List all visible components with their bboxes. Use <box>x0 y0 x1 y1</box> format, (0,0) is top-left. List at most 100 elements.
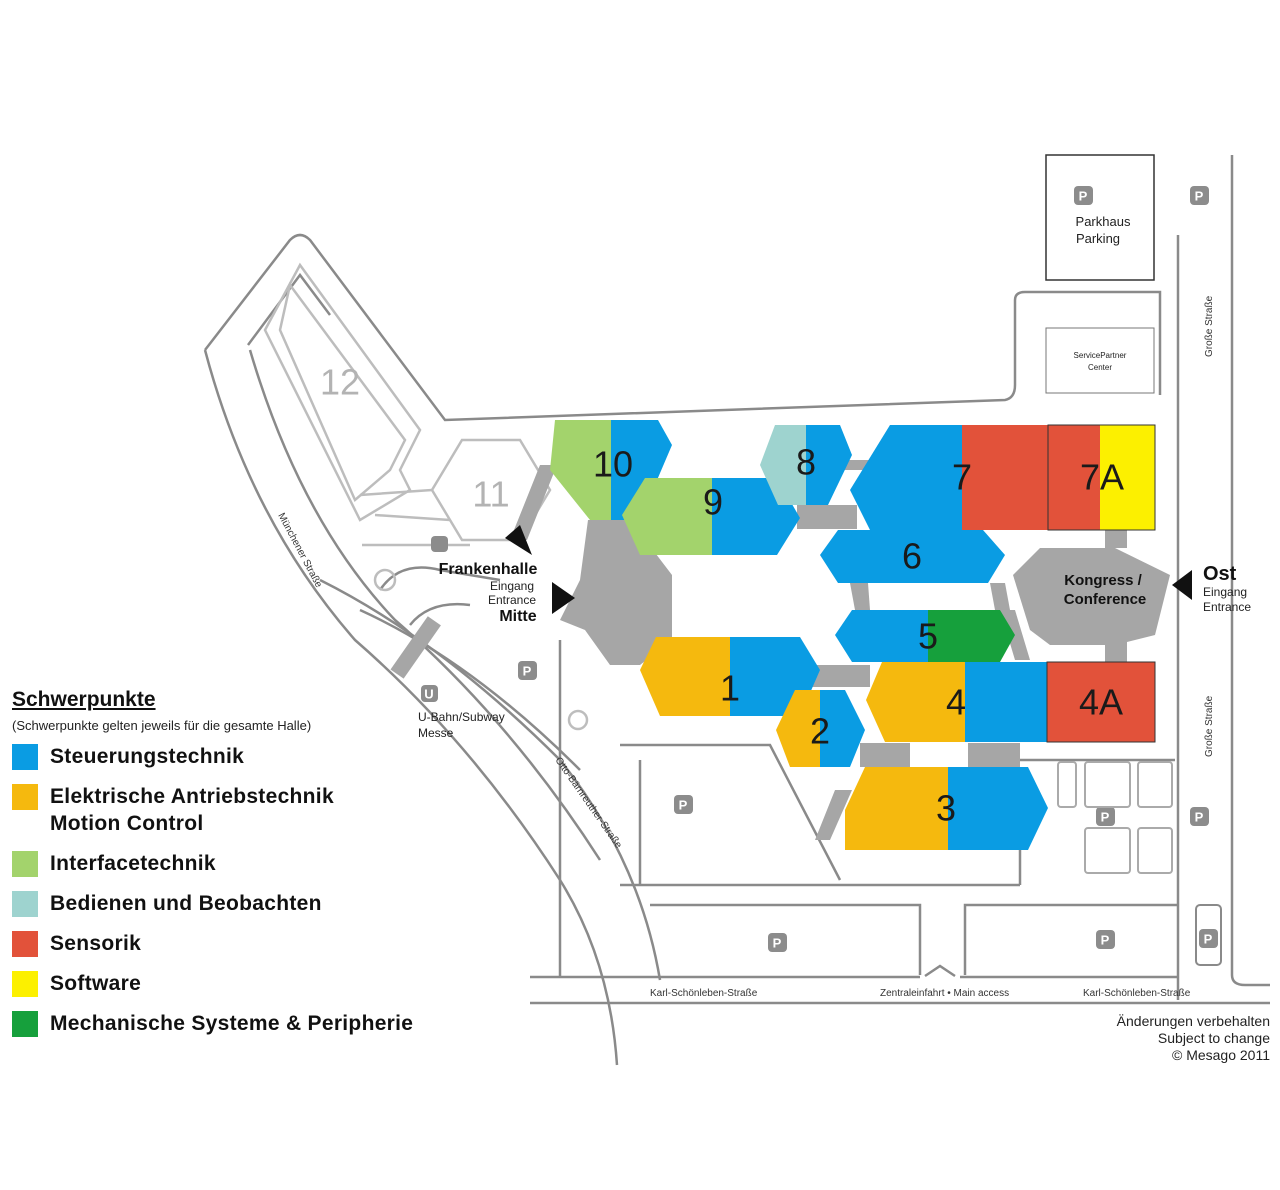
svg-text:P: P <box>1101 810 1110 825</box>
legend-label: Interfacetechnik <box>50 852 216 875</box>
legend-item-sensorik: Sensorik <box>12 930 492 957</box>
hall-7-number: 7 <box>952 457 972 498</box>
center-label: Center <box>1088 363 1112 372</box>
parking-slots <box>1057 761 1173 874</box>
legend-note: (Schwerpunkte gelten jeweils für die ges… <box>12 718 312 733</box>
legend-swatch <box>12 971 38 997</box>
connectors <box>390 460 1170 840</box>
hall-5-number: 5 <box>918 616 938 657</box>
parking-p-icon: P <box>674 795 693 814</box>
parking-area-outline <box>1195 904 1222 966</box>
legend-swatch <box>12 891 38 917</box>
legend-swatch <box>12 1011 38 1037</box>
hall-10[interactable] <box>550 420 672 520</box>
parking-p-icon: P <box>518 661 537 680</box>
servicepartner-label: ServicePartner <box>1074 351 1127 360</box>
parking-p-icon: P <box>1096 807 1115 826</box>
frankenhalle-label: Frankenhalle <box>439 561 538 578</box>
hall-8[interactable] <box>760 425 852 505</box>
svg-text:P: P <box>679 798 688 813</box>
legend-swatch <box>12 784 38 810</box>
legend-label: Bedienen und Beobachten <box>50 892 322 915</box>
parkhaus-p-icon: P <box>1074 186 1093 205</box>
parking-label: Parking <box>1076 231 1120 246</box>
svg-text:P: P <box>773 936 782 951</box>
ost-eingang-label: Eingang <box>1203 585 1247 599</box>
hall-12-number: 12 <box>320 362 360 403</box>
hall-7a[interactable] <box>1047 424 1156 531</box>
legend-title: Schwerpunkte <box>12 688 156 711</box>
roads <box>203 155 1270 1066</box>
svg-text:P: P <box>1101 933 1110 948</box>
parking-p-icon: P <box>1190 186 1209 205</box>
hall-7a-number: 7A <box>1080 457 1124 498</box>
svg-text:P: P <box>1204 932 1213 947</box>
parking-p-icon: P <box>768 933 787 952</box>
bus-stop-icon <box>431 536 448 552</box>
mitte-entrance-label: Entrance <box>488 593 536 607</box>
street-zentral: Zentraleinfahrt • Main access <box>880 988 1009 999</box>
frankenhalle-entrance-arrow-icon <box>505 525 532 555</box>
svg-text:P: P <box>1195 189 1204 204</box>
legend-label-line2: Motion Control <box>50 812 204 835</box>
hall-6[interactable] <box>820 530 1005 583</box>
legend: Schwerpunkte (Schwerpunkte gelten jeweil… <box>12 688 492 1050</box>
hall-4[interactable] <box>866 662 1047 742</box>
servicepartner-building <box>1045 327 1155 394</box>
street-grosse-strasse-top: Große Straße <box>1204 295 1215 357</box>
hall-9-number: 9 <box>703 482 723 523</box>
legend-item-interfacetechnik: Interfacetechnik <box>12 850 492 877</box>
hall-7[interactable] <box>850 425 1048 530</box>
hall-11-number: 11 <box>472 474 509 515</box>
street-karl-1: Karl-Schönleben-Straße <box>650 988 758 999</box>
parking-p-icon: P <box>1199 929 1218 948</box>
hall-3[interactable] <box>845 767 1048 850</box>
hall-4-number: 4 <box>946 682 966 723</box>
legend-label: Sensorik <box>50 932 142 955</box>
hall-6-number: 6 <box>902 536 922 577</box>
messe-label: Messe <box>418 726 454 740</box>
note-line-2: Subject to change <box>1157 1030 1270 1046</box>
copyright-notes: Änderungen verbehalten Subject to change… <box>1117 1013 1270 1064</box>
svg-text:P: P <box>523 664 532 679</box>
legend-item-bedienen: Bedienen und Beobachten <box>12 890 492 917</box>
legend-label: Mechanische Systeme & Peripherie <box>50 1012 414 1035</box>
legend-item-mechanische-systeme: Mechanische Systeme & Peripherie <box>12 1010 492 1037</box>
parking-p-icon: P <box>1190 807 1209 826</box>
ost-entrance-label: Entrance <box>1203 600 1251 614</box>
hall-2[interactable] <box>776 690 865 767</box>
conference-label: Conference <box>1064 591 1147 608</box>
svg-text:P: P <box>1195 810 1204 825</box>
mitte-eingang-label: Eingang <box>490 579 534 593</box>
legend-label: Elektrische Antriebstechnik <box>50 785 334 808</box>
mitte-entrance-arrow-icon <box>552 582 575 614</box>
legend-swatch <box>12 744 38 770</box>
parkhaus-label: Parkhaus <box>1076 214 1131 229</box>
ubahn-icon: U <box>421 685 438 702</box>
hall-2-number: 2 <box>810 711 830 752</box>
hall-1-number: 1 <box>720 668 740 709</box>
hall-5[interactable] <box>835 610 1015 662</box>
ost-label: Ost <box>1203 563 1237 585</box>
ost-entrance-arrow-icon <box>1172 570 1192 600</box>
legend-item-steuerungstechnik: Steuerungstechnik <box>12 743 492 770</box>
kongress-label: Kongress / <box>1064 572 1142 589</box>
street-muenchener: Münchener Straße <box>275 511 324 590</box>
legend-label: Software <box>50 972 142 995</box>
hall-4a-number: 4A <box>1079 682 1123 723</box>
mitte-label: Mitte <box>499 608 536 625</box>
street-otto: Otto-Bärnreuther-Straße <box>553 755 624 850</box>
legend-swatch <box>12 851 38 877</box>
parkhaus-building <box>1045 154 1155 281</box>
parking-p-icon: P <box>1096 930 1115 949</box>
legend-item-antriebstechnik: Elektrische Antriebstechnik Motion Contr… <box>12 783 492 837</box>
note-line-1: Änderungen verbehalten <box>1116 1013 1270 1029</box>
ubahn-label: U-Bahn/Subway <box>418 710 505 724</box>
legend-label: Steuerungstechnik <box>50 745 245 768</box>
svg-text:P: P <box>1079 189 1088 204</box>
hall-4a[interactable] <box>1046 661 1156 743</box>
svg-text:U: U <box>424 687 433 702</box>
hall-12-outline <box>263 262 422 522</box>
legend-item-software: Software <box>12 970 492 997</box>
